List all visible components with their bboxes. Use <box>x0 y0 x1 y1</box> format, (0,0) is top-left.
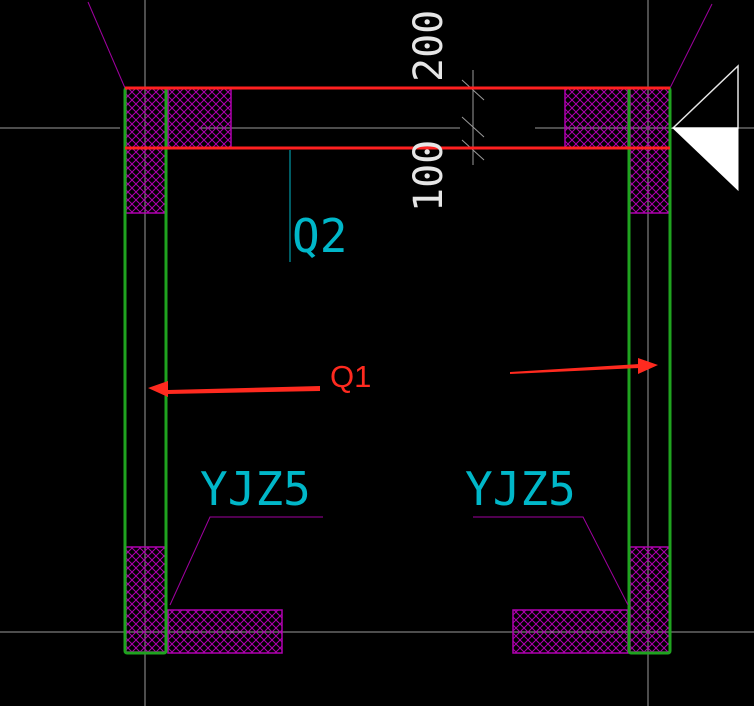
dimension-text-200: 200 <box>406 10 452 82</box>
callout-arrow-right <box>510 358 658 374</box>
callout-label-q1: Q1 <box>330 359 371 394</box>
leader-line-yjz5-right <box>473 516 629 606</box>
column-label-yjz5-right: YJZ5 <box>465 462 576 516</box>
hatched-columns <box>125 87 671 654</box>
wall-label-q2: Q2 <box>292 209 347 263</box>
triangle-elevation-icon <box>671 64 739 192</box>
leader-line-top-right <box>669 3 713 89</box>
wall-center-dashes <box>144 215 649 633</box>
column-label-yjz5-left: YJZ5 <box>200 462 311 516</box>
leader-line-yjz5-left <box>169 516 323 606</box>
callout-arrow-left <box>148 381 320 397</box>
dimension-text-100: 100 <box>406 140 452 212</box>
dimension-marker <box>461 70 485 165</box>
leader-line-top-left <box>87 1 126 89</box>
